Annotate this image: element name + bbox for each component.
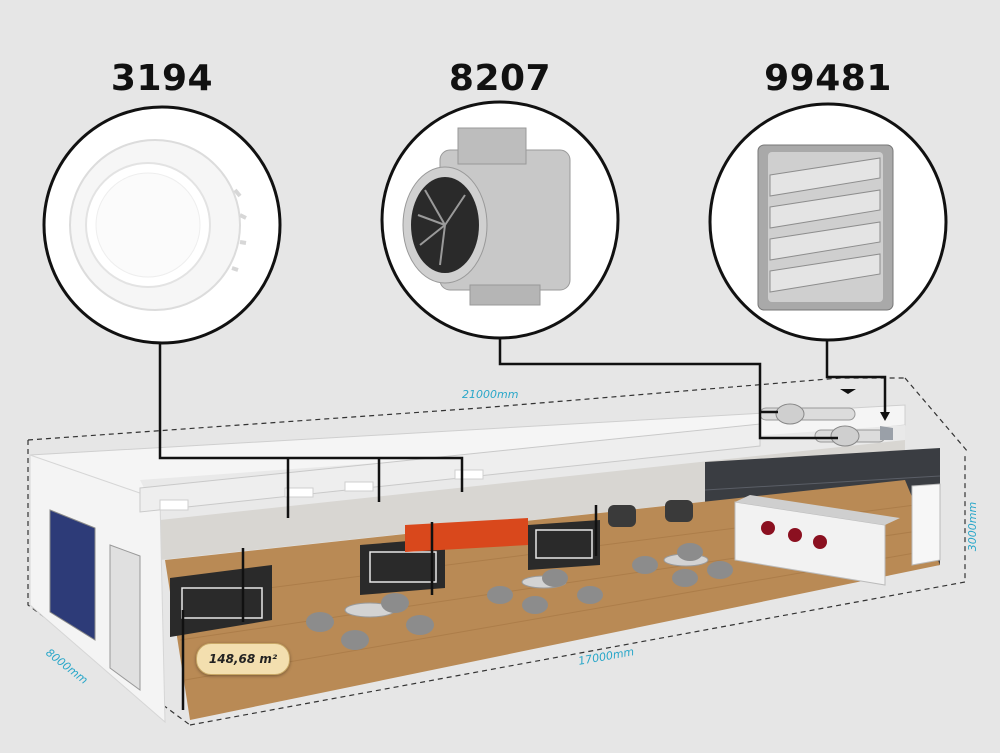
product-code-louvre: 99481: [764, 58, 892, 99]
left-window: [49, 509, 96, 641]
chairs: [306, 543, 733, 650]
floor-area-badge: 148,68 m²: [196, 643, 290, 675]
left-door: [109, 544, 141, 691]
connector-lines: [158, 338, 887, 518]
product-code-fan: 8207: [448, 58, 552, 99]
duct-fan-units: [759, 403, 893, 447]
orange-sofa: [405, 518, 528, 552]
connector-arrows: [840, 389, 890, 421]
dimension-length-top: 21000mm: [462, 388, 519, 401]
armchairs: [608, 500, 693, 527]
ceiling-duct-run: [139, 423, 761, 513]
dimension-height: 3000mm: [966, 501, 980, 552]
coat-stands: [181, 505, 598, 710]
product-code-diffuser: 3194: [110, 58, 214, 99]
fridge: [911, 483, 941, 566]
louvre-circle: [708, 102, 948, 342]
diffuser-circle: [42, 105, 282, 345]
fan-circle: [380, 100, 620, 340]
